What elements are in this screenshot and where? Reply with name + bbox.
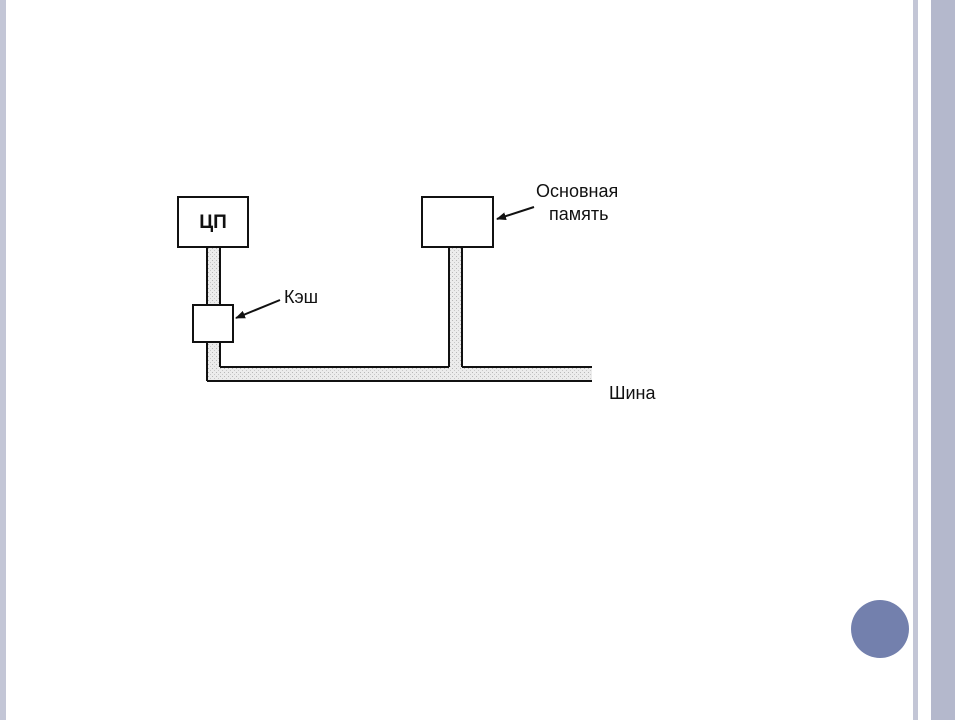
cache-label: Кэш — [284, 287, 318, 307]
bus-fill — [207, 247, 592, 381]
bus-label: Шина — [609, 383, 656, 403]
bus-lines — [206, 247, 592, 382]
memory-label-line1: Основная — [536, 181, 618, 201]
memory-box — [421, 196, 494, 248]
cache-box — [192, 304, 234, 343]
cpu-label: ЦП — [199, 212, 227, 233]
right-frame-inner-stripe — [913, 0, 918, 720]
right-frame-band — [931, 0, 955, 720]
left-border — [0, 0, 6, 720]
decorative-circle — [851, 600, 909, 658]
cache-arrow — [235, 299, 281, 319]
memory-arrow — [496, 206, 535, 221]
cpu-box — [177, 196, 249, 248]
memory-label-line2: память — [549, 204, 609, 224]
